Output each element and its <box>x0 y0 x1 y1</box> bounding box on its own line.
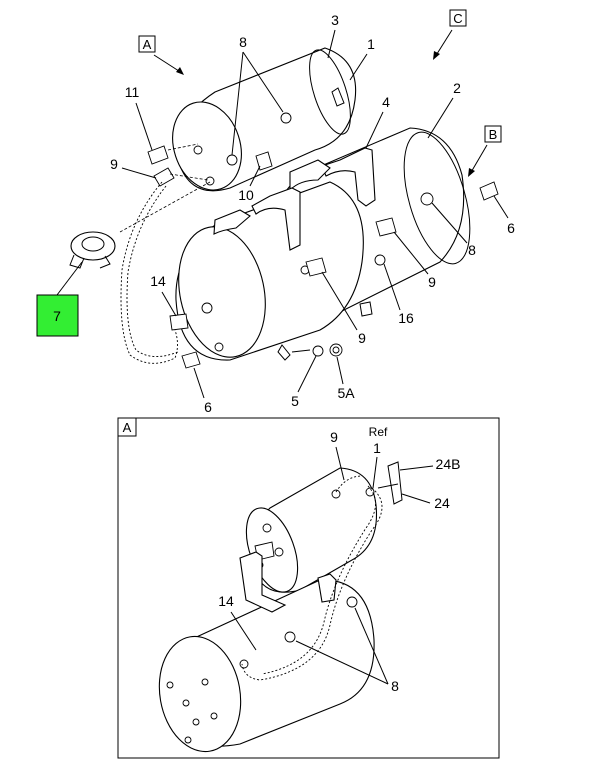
detail-lower-tank <box>158 579 375 753</box>
callout-8-right: 8 <box>468 242 476 258</box>
callout-9-left: 9 <box>110 156 118 172</box>
detail-callout-24: 24 <box>434 495 450 511</box>
callout-5a: 5A <box>337 385 355 401</box>
callout-8-top: 8 <box>239 34 247 50</box>
highlight-box-item-7 <box>36 294 79 337</box>
callout-1: 1 <box>367 36 375 52</box>
callout-9-center: 9 <box>358 330 366 346</box>
air-lines <box>119 143 211 364</box>
view-label-a: A <box>143 37 152 52</box>
detail-callout-8: 8 <box>391 678 399 694</box>
detail-label-a: A <box>123 420 132 435</box>
callout-11: 11 <box>125 84 140 100</box>
mounting-brackets <box>213 147 376 361</box>
clamp-item-7 <box>69 231 116 269</box>
callout-2: 2 <box>453 80 461 96</box>
callout-7: 7 <box>53 308 61 324</box>
callout-5: 5 <box>291 393 299 409</box>
detail-callout-9: 9 <box>330 429 338 445</box>
detail-air-lines <box>241 461 403 681</box>
detail-callout-24b: 24B <box>436 456 461 472</box>
upper-small-tank <box>172 47 357 192</box>
detail-callout-ref: Ref <box>369 425 388 439</box>
callout-9-right: 9 <box>428 274 436 290</box>
detail-callout-14: 14 <box>218 593 234 609</box>
fittings <box>147 145 499 369</box>
callout-10: 10 <box>238 187 254 203</box>
view-label-b: B <box>489 127 498 142</box>
callout-6-right: 6 <box>507 220 515 236</box>
callout-6-bottom: 6 <box>204 399 212 415</box>
detail-callout-1: 1 <box>373 440 381 456</box>
view-label-c: C <box>453 11 462 26</box>
callout-3: 3 <box>331 12 339 28</box>
detail-brackets <box>239 551 337 613</box>
callout-14: 14 <box>150 273 166 289</box>
callout-4: 4 <box>382 94 390 110</box>
callout-16: 16 <box>398 310 414 326</box>
